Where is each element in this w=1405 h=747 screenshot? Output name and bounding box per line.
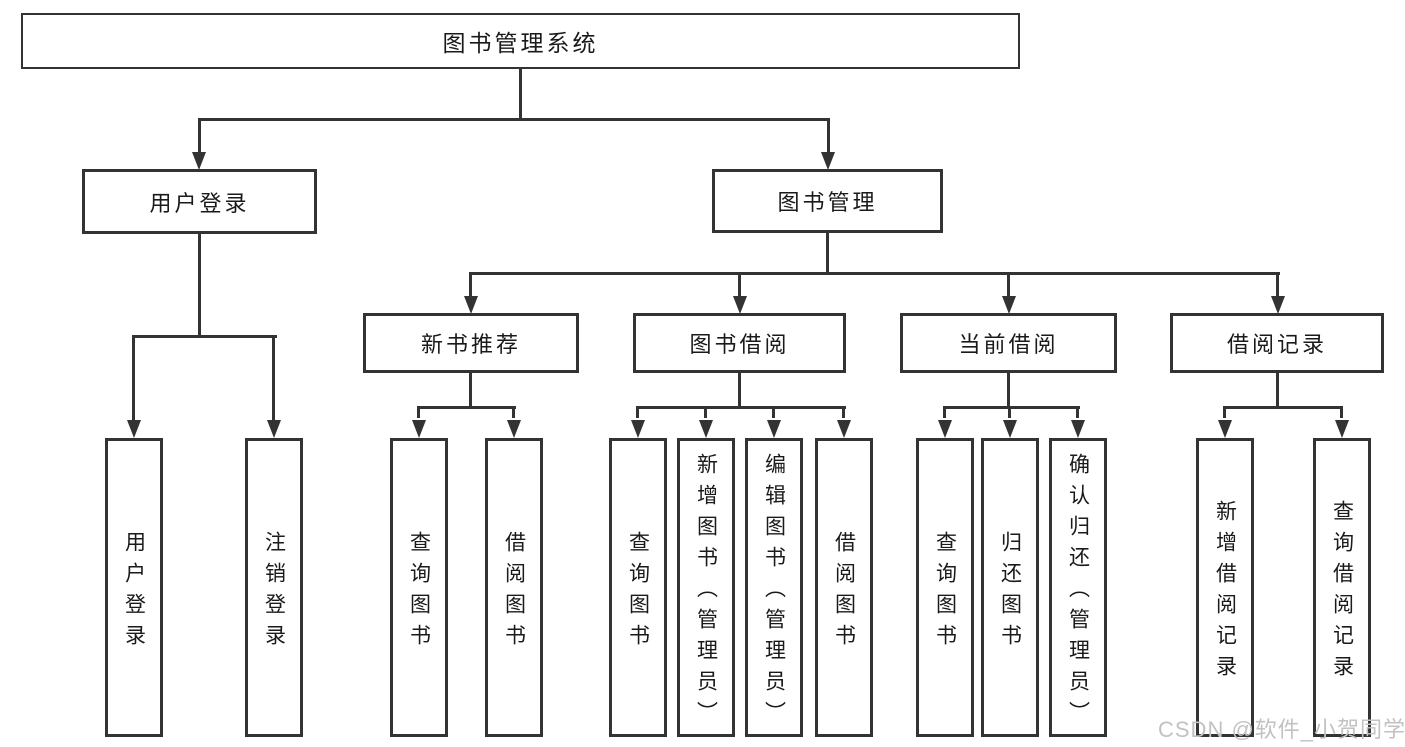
connector-line — [704, 408, 707, 418]
node-new-book-recommend-label: 新书推荐 — [420, 332, 521, 357]
connector-line — [469, 272, 1280, 275]
leaf-edit-book-admin: 编辑图书（管理员） — [745, 438, 803, 737]
node-new-book-recommend: 新书推荐 — [363, 313, 579, 373]
leaf-query-books-borrow: 查询图书 — [609, 438, 667, 737]
connector-line — [1340, 408, 1343, 418]
leaf-add-borrow-record: 新增借阅记录 — [1196, 438, 1254, 737]
connector-line — [1076, 408, 1079, 418]
arrowhead-down-icon — [1271, 296, 1285, 314]
arrowhead-down-icon — [1003, 420, 1017, 438]
node-borrow-records-label: 借阅记录 — [1226, 332, 1327, 357]
leaf-return-book-label: 归还图书 — [998, 530, 1022, 655]
arrowhead-down-icon — [192, 152, 206, 170]
connector-line — [1007, 275, 1010, 297]
connector-line — [469, 373, 472, 409]
leaf-user-login-label: 用户登录 — [122, 530, 146, 655]
leaf-logout: 注销登录 — [245, 438, 303, 737]
arrowhead-down-icon — [127, 420, 141, 438]
arrowhead-down-icon — [1335, 420, 1349, 438]
node-borrow-records: 借阅记录 — [1170, 313, 1384, 373]
arrowhead-down-icon — [821, 152, 835, 170]
watermark: CSDN @软件_小贺同学 — [1158, 717, 1405, 742]
node-book-management-label: 图书管理 — [777, 190, 878, 215]
arrowhead-down-icon — [733, 296, 747, 314]
leaf-query-books-current: 查询图书 — [916, 438, 974, 737]
leaf-query-borrow-record: 查询借阅记录 — [1313, 438, 1371, 737]
leaf-add-book-admin: 新增图书（管理员） — [677, 438, 735, 737]
connector-line — [1223, 408, 1226, 418]
connector-line — [738, 275, 741, 297]
connector-line — [943, 408, 946, 418]
connector-line — [469, 275, 472, 297]
leaf-query-books-current-label: 查询图书 — [933, 530, 957, 655]
arrowhead-down-icon — [267, 420, 281, 438]
leaf-edit-book-admin-label: 编辑图书（管理员） — [762, 453, 786, 732]
connector-line — [772, 408, 775, 418]
node-current-borrow-label: 当前借阅 — [958, 332, 1059, 357]
leaf-confirm-return-admin: 确认归还（管理员） — [1049, 438, 1107, 737]
connector-line — [1223, 406, 1343, 409]
node-book-borrow: 图书借阅 — [633, 313, 846, 373]
leaf-borrow-books-recommend: 借阅图书 — [485, 438, 543, 737]
leaf-user-login: 用户登录 — [105, 438, 163, 737]
connector-line — [198, 234, 201, 338]
leaf-return-book: 归还图书 — [981, 438, 1039, 737]
node-user-login: 用户登录 — [82, 169, 317, 234]
leaf-confirm-return-admin-label: 确认归还（管理员） — [1066, 453, 1090, 732]
leaf-query-books-recommend: 查询图书 — [390, 438, 448, 737]
connector-line — [417, 408, 420, 418]
leaf-query-books-recommend-label: 查询图书 — [407, 530, 431, 655]
connector-line — [417, 406, 516, 409]
connector-line — [272, 337, 275, 421]
arrowhead-down-icon — [412, 420, 426, 438]
leaf-query-books-borrow-label: 查询图书 — [626, 530, 650, 655]
arrowhead-down-icon — [1002, 296, 1016, 314]
node-book-borrow-label: 图书借阅 — [689, 332, 790, 357]
arrowhead-down-icon — [938, 420, 952, 438]
connector-line — [738, 373, 741, 409]
leaf-borrow-books: 借阅图书 — [815, 438, 873, 737]
arrowhead-down-icon — [1218, 420, 1232, 438]
node-current-borrow: 当前借阅 — [900, 313, 1117, 373]
connector-line — [827, 120, 830, 154]
connector-line — [132, 337, 135, 421]
arrowhead-down-icon — [464, 296, 478, 314]
node-root-label: 图书管理系统 — [442, 30, 599, 56]
arrowhead-down-icon — [631, 420, 645, 438]
connector-line — [1008, 408, 1011, 418]
node-book-management: 图书管理 — [712, 169, 943, 233]
connector-line — [1276, 373, 1279, 409]
arrowhead-down-icon — [767, 420, 781, 438]
connector-line — [512, 408, 515, 418]
connector-line — [636, 406, 846, 409]
arrowhead-down-icon — [699, 420, 713, 438]
node-user-login-label: 用户登录 — [149, 190, 250, 216]
connector-line — [1276, 275, 1279, 297]
connector-line — [519, 69, 522, 121]
leaf-add-book-admin-label: 新增图书（管理员） — [694, 453, 718, 732]
connector-line — [636, 408, 639, 418]
leaf-borrow-books-label: 借阅图书 — [832, 530, 856, 655]
leaf-borrow-books-recommend-label: 借阅图书 — [502, 530, 526, 655]
leaf-logout-label: 注销登录 — [262, 530, 286, 655]
connector-line — [1007, 373, 1010, 409]
connector-line — [132, 335, 277, 338]
node-root: 图书管理系统 — [21, 13, 1020, 69]
connector-line — [198, 118, 830, 121]
leaf-add-borrow-record-label: 新增借阅记录 — [1213, 499, 1237, 686]
connector-line — [826, 233, 829, 275]
connector-line — [943, 406, 1080, 409]
connector-line — [198, 120, 201, 154]
leaf-query-borrow-record-label: 查询借阅记录 — [1330, 499, 1354, 686]
arrowhead-down-icon — [507, 420, 521, 438]
arrowhead-down-icon — [837, 420, 851, 438]
connector-line — [842, 408, 845, 418]
arrowhead-down-icon — [1071, 420, 1085, 438]
